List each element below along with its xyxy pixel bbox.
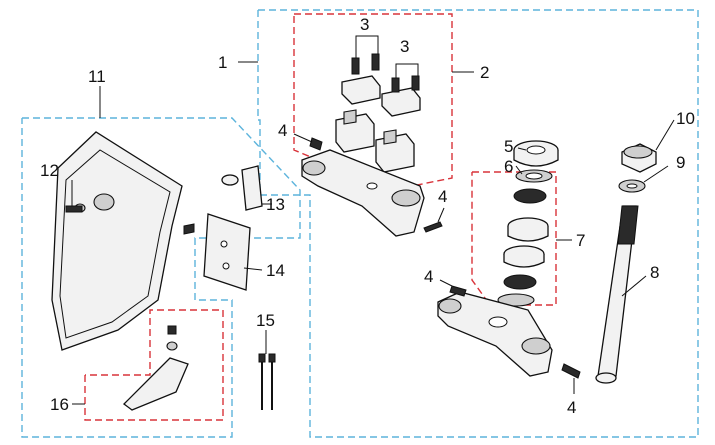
number-plate — [51, 131, 183, 351]
cable-ties — [258, 353, 276, 410]
callout-11: 11 — [88, 67, 106, 86]
lower-triple-clamp — [437, 285, 581, 379]
group-box-16 — [84, 309, 224, 421]
group-box-11 — [21, 117, 301, 438]
callout-5: 5 — [504, 137, 513, 156]
callout-4a: 4 — [278, 121, 287, 140]
plate-bracket — [183, 213, 251, 291]
plate-spacer — [221, 165, 263, 211]
steering-bearing-kit — [497, 140, 559, 307]
callout-labels: 1 2 3 3 4 4 4 4 5 6 7 8 9 10 11 12 13 14… — [40, 15, 695, 417]
callout-14: 14 — [266, 261, 285, 280]
leader-lines — [71, 35, 675, 405]
callout-13: 13 — [266, 195, 285, 214]
callout-9: 9 — [676, 153, 685, 172]
stem-washer — [618, 179, 646, 193]
callout-1: 1 — [218, 53, 227, 72]
stem-top-nut — [621, 143, 657, 173]
callout-4d: 4 — [567, 398, 576, 417]
handlebar-clamp-assembly — [335, 53, 421, 173]
callout-3a: 3 — [360, 15, 369, 34]
steering-stem — [595, 205, 639, 384]
callout-3b: 3 — [400, 37, 409, 56]
callout-16: 16 — [50, 395, 69, 414]
upper-triple-clamp — [301, 137, 443, 237]
callout-6: 6 — [504, 157, 513, 176]
group-box-1 — [257, 9, 699, 438]
plate-bolt — [65, 205, 83, 213]
callout-15: 15 — [256, 311, 275, 330]
callout-4c: 4 — [424, 267, 433, 286]
callout-2: 2 — [480, 63, 489, 82]
callout-12: 12 — [40, 161, 59, 180]
cable-guide — [123, 325, 189, 411]
callout-10: 10 — [676, 109, 695, 128]
callout-7: 7 — [576, 231, 585, 250]
callout-8: 8 — [650, 263, 659, 282]
callout-4b: 4 — [438, 187, 447, 206]
group-box-2 — [293, 13, 453, 191]
